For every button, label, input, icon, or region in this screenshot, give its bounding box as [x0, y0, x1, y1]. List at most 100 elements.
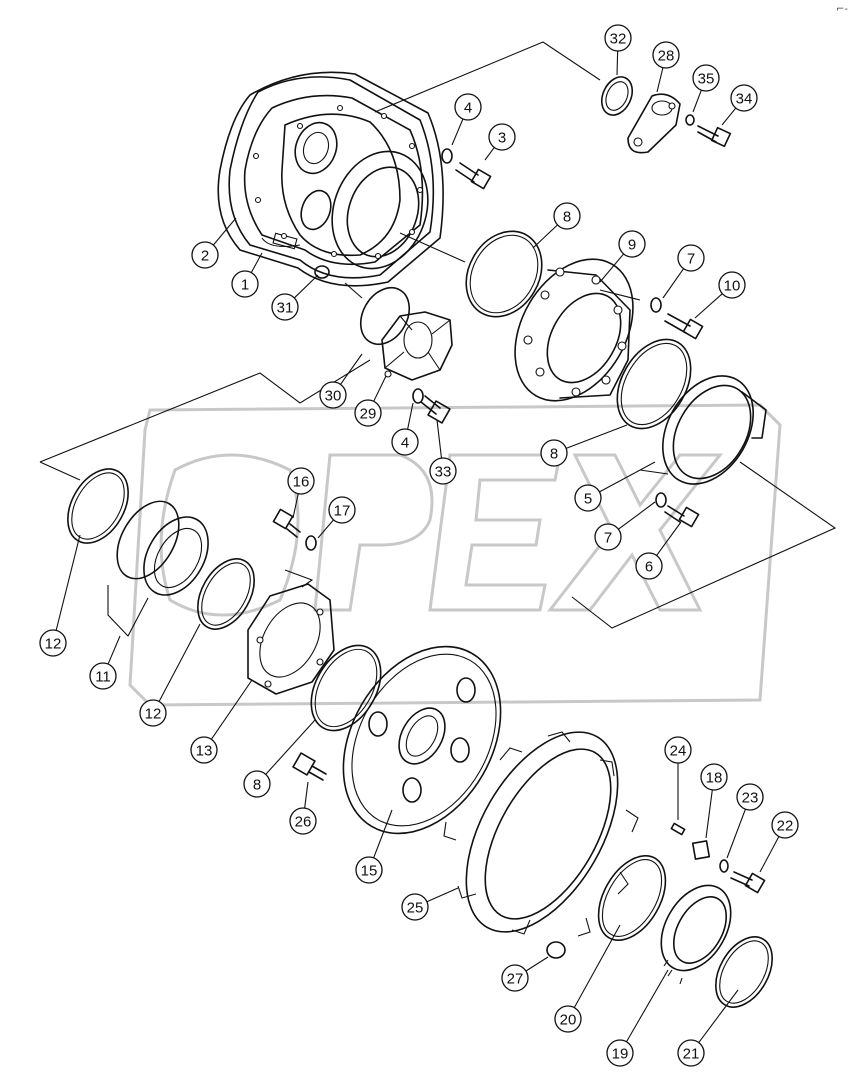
callout-leader: [705, 789, 713, 839]
callout-leader: [212, 217, 237, 246]
callout-32: 32: [604, 24, 632, 76]
callout-leader: [340, 353, 363, 385]
callout-23: 23: [726, 783, 764, 859]
callout-circle: [594, 523, 622, 551]
callout-label: 20: [560, 1012, 577, 1029]
callout-leader: [656, 521, 682, 556]
callout-circle: [191, 241, 219, 269]
housing-assembly: [217, 71, 444, 287]
callout-circle: [618, 230, 646, 258]
callout-17: 17: [317, 496, 356, 539]
part-18-lock: [691, 840, 711, 860]
part-24-pin: [670, 822, 686, 836]
callout-label: 4: [464, 100, 472, 117]
callout-label: 28: [658, 48, 675, 65]
callout-33: 33: [429, 419, 457, 485]
callout-label: 6: [645, 559, 653, 576]
callout-leader: [694, 293, 723, 319]
callout-3: 3: [484, 123, 516, 161]
corner-mark: ⌐-: [836, 4, 848, 15]
callout-18: 18: [700, 763, 728, 839]
callout-label: 27: [507, 971, 524, 988]
callout-28: 28: [652, 41, 680, 93]
part-7-washer-lower: [655, 492, 667, 508]
callout-circle: [700, 763, 728, 791]
callout-label: 12: [145, 706, 162, 723]
part-8-ring-middle: [616, 338, 692, 430]
callout-10: 10: [694, 271, 746, 319]
callout-22: 22: [759, 811, 799, 873]
callout-label: 19: [612, 1046, 629, 1063]
callout-leader: [158, 623, 201, 702]
callout-label: 35: [698, 71, 715, 88]
callout-leader: [55, 534, 81, 631]
callout-leader: [250, 252, 263, 273]
callout-leader: [265, 719, 316, 775]
callout-8: 8: [532, 202, 581, 249]
callout-label: 2: [201, 248, 209, 265]
part-33-bolt: [420, 395, 451, 424]
callout-9: 9: [599, 230, 646, 283]
callout-circle: [736, 783, 764, 811]
callout-leader: [532, 224, 558, 249]
callout-leader: [662, 268, 684, 299]
callout-label: 7: [687, 251, 695, 268]
callout-leader: [565, 424, 628, 449]
callout-label: 29: [360, 406, 377, 423]
callout-label: 23: [742, 790, 759, 807]
callout-circle: [429, 457, 457, 485]
part-12-ring-left: [67, 468, 129, 544]
callout-circle: [553, 202, 581, 230]
callout-16: 16: [287, 467, 315, 519]
callout-label: 5: [584, 491, 592, 508]
part-17-washer: [305, 535, 317, 551]
callout-20: 20: [554, 924, 621, 1033]
part-4-washer: [441, 148, 453, 164]
part-13-retainer: [247, 583, 335, 695]
callout-circle: [652, 41, 680, 69]
callout-12: 12: [39, 534, 81, 657]
callout-25: 25: [401, 887, 459, 921]
callout-leader: [426, 887, 459, 903]
callout-label: 4: [401, 435, 409, 452]
callout-leader: [698, 989, 739, 1043]
watermark-logo: [128, 403, 782, 707]
callout-label: 8: [563, 209, 571, 226]
callout-label: 9: [628, 237, 636, 254]
callout-leader: [599, 461, 656, 493]
callout-leader: [626, 969, 669, 1043]
callout-leader: [317, 519, 334, 539]
callout-6: 6: [635, 521, 682, 580]
callout-circle: [730, 84, 758, 112]
callout-leader: [373, 375, 387, 402]
callout-26: 26: [289, 781, 317, 835]
callout-leader: [293, 274, 319, 299]
callout-leader: [484, 147, 495, 161]
part-28-cover: [627, 93, 681, 154]
callout-circle: [540, 439, 568, 467]
callout-label: 33: [435, 464, 452, 481]
callout-leader: [656, 67, 664, 93]
callout-2: 2: [191, 217, 237, 269]
part-26-bolt: [292, 752, 327, 781]
callout-circle: [243, 770, 271, 798]
callout-label: 31: [277, 300, 294, 317]
callout-circle: [231, 270, 259, 298]
part-21-ring: [715, 936, 773, 1008]
part-25-sprocket: [443, 731, 639, 937]
callout-leader: [573, 924, 621, 1008]
callout-7: 7: [594, 501, 656, 551]
callout-8: 8: [540, 424, 628, 467]
callout-5: 5: [574, 461, 656, 512]
part-3-bolt: [455, 162, 492, 190]
callout-circle: [89, 662, 117, 690]
callout-label: 7: [604, 530, 612, 547]
callout-circle: [488, 123, 516, 151]
callout-label: 11: [95, 669, 111, 686]
callout-circle: [501, 964, 529, 992]
callout-circle: [139, 699, 167, 727]
callout-leader: [292, 493, 299, 519]
part-6-bolt: [664, 505, 700, 528]
part-8-ring-lower: [310, 644, 382, 732]
